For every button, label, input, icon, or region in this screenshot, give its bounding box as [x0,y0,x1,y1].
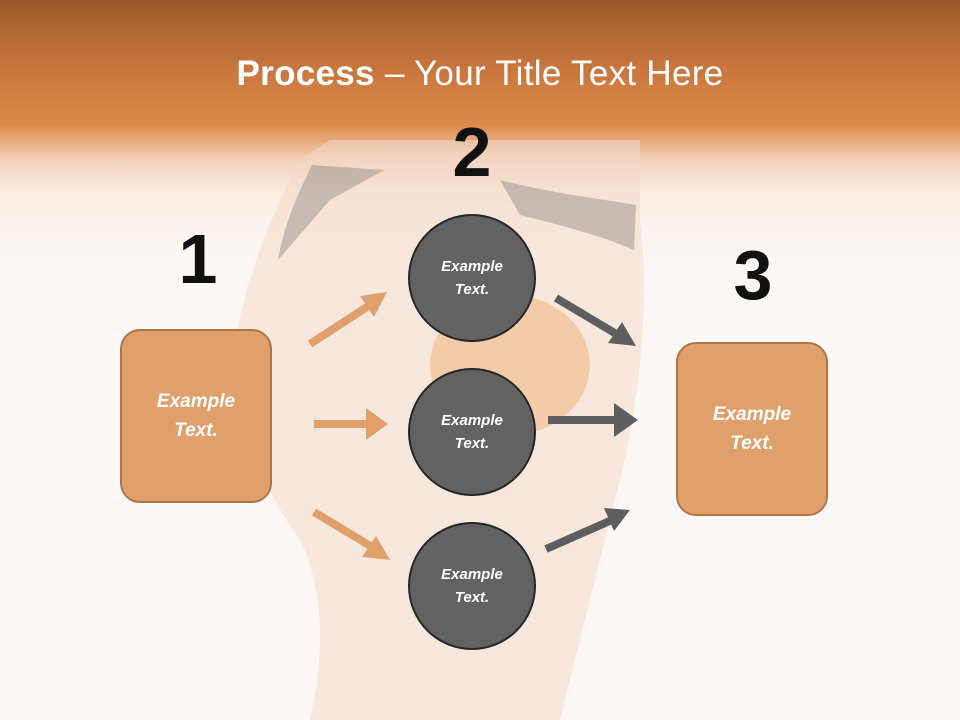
circle-top-text: Example Text. [441,258,503,298]
circle-middle-text: Example Text. [441,412,503,452]
right-box: Example Text. [676,342,828,516]
step-number-3: 3 [733,236,773,314]
arrow-left-to-middle [314,408,388,440]
arrow-bottom-to-right [544,508,630,553]
step-number-2: 2 [452,113,492,191]
left-box-text: Example Text. [156,391,236,441]
circle-bottom-text: Example Text. [441,566,503,606]
step-number-1: 1 [178,220,218,298]
left-box: Example Text. [120,329,272,503]
title-bold: Process [236,54,375,93]
circle-top: Example Text. [408,214,536,342]
title-rest: – Your Title Text Here [374,54,724,93]
arrow-left-to-top [307,292,387,348]
slide-title: Process – Your Title Text Here [0,52,960,96]
arrow-left-to-bottom [311,508,390,560]
arrow-middle-to-right [548,403,638,437]
circle-middle: Example Text. [408,368,536,496]
right-box-text: Example Text. [712,404,792,454]
circle-bottom: Example Text. [408,522,536,650]
arrow-top-to-right [553,294,636,346]
